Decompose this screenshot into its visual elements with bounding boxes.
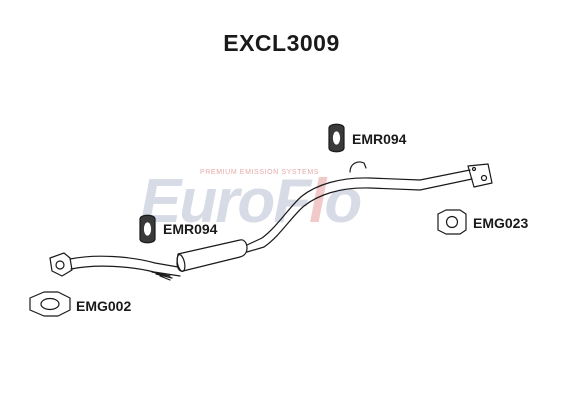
watermark-tagline: PREMIUM EMISSION SYSTEMS [200, 169, 320, 176]
component-label-emr094-upper: EMR094 [352, 131, 407, 147]
silencer [176, 239, 248, 272]
component-label-emg002: EMG002 [76, 298, 132, 314]
watermark-logo: EuroFlo [140, 167, 362, 236]
flange-gasket-icon [29, 291, 71, 317]
part-title: EXCL3009 [223, 30, 340, 56]
exhaust-pipe [49, 161, 493, 281]
component-label-emg023: EMG023 [473, 215, 529, 231]
rear-flange [467, 163, 493, 188]
front-flange [49, 252, 73, 277]
flange-gasket-icon [437, 209, 467, 235]
component-label-emr094-lower: EMR094 [163, 221, 218, 237]
